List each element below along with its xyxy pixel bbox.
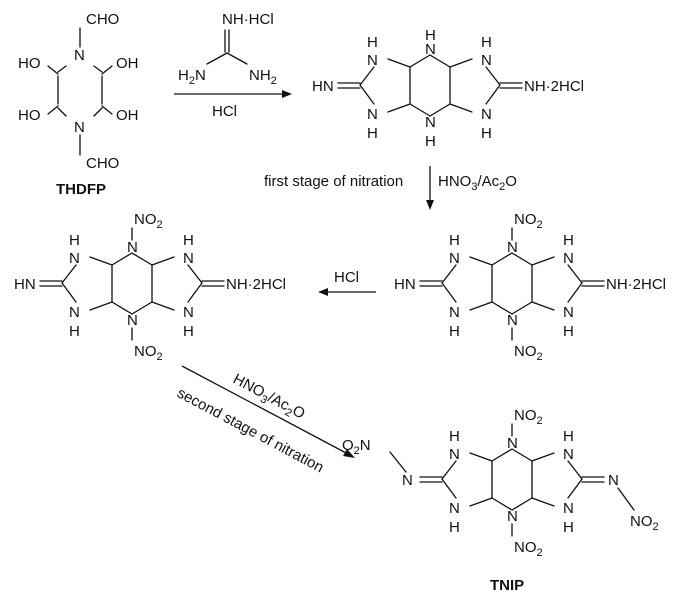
guanidine-nh2-left: H2N	[178, 67, 206, 87]
svg-text:H: H	[449, 519, 460, 536]
svg-text:N: N	[69, 304, 80, 321]
svg-text:H: H	[563, 519, 574, 536]
imine-left: HN	[312, 78, 334, 95]
svg-text:H: H	[69, 323, 80, 340]
hydroxyl-top-left: HO	[18, 55, 41, 72]
svg-text:H: H	[563, 428, 574, 445]
svg-text:O2N: O2N	[342, 437, 371, 457]
guanidine-top: NH·HCl	[222, 11, 274, 28]
svg-text:N: N	[481, 52, 492, 69]
svg-text:NO2: NO2	[514, 539, 543, 559]
compound-thdfp	[47, 27, 113, 156]
svg-text:N: N	[563, 500, 574, 517]
svg-text:NH·2HCl: NH·2HCl	[606, 276, 666, 293]
svg-text:N: N	[127, 312, 138, 329]
guanidine-bonds	[206, 29, 248, 65]
svg-text:N: N	[367, 106, 378, 123]
svg-text:H: H	[367, 125, 378, 142]
arrow-step2	[426, 166, 434, 210]
guanidine-nh2-right: NH2	[249, 67, 277, 87]
compound-intermediate1: N N H H N N H H N N H H HN NH·2HCl	[312, 27, 584, 150]
compound-intermediate2: NO2 NO2 N N N N H H N N H H HN NH·2HCl	[394, 211, 666, 363]
svg-text:H: H	[563, 323, 574, 340]
arrow-step4	[181, 365, 355, 458]
svg-text:NO2: NO2	[134, 343, 163, 363]
svg-text:N: N	[183, 304, 194, 321]
svg-text:N: N	[608, 472, 619, 489]
svg-text:N: N	[449, 500, 460, 517]
svg-text:H: H	[563, 232, 574, 249]
ring-n-top: N	[74, 47, 85, 64]
svg-text:H: H	[425, 27, 436, 44]
svg-text:N: N	[563, 446, 574, 463]
salt-right: NH·2HCl	[524, 78, 584, 95]
arrow-step1	[174, 90, 292, 98]
svg-text:NO2: NO2	[630, 513, 659, 533]
compound-intermediate3: NO2 NO2 N N N N H H N N H H HN NH·2HCl	[14, 211, 286, 363]
svg-text:H: H	[449, 323, 460, 340]
step2-label: first stage of nitration	[264, 173, 403, 190]
svg-text:N: N	[507, 239, 518, 256]
svg-text:N: N	[127, 239, 138, 256]
step3-reagent-hcl: HCl	[334, 269, 359, 286]
svg-text:N: N	[425, 114, 436, 131]
svg-text:N: N	[507, 435, 518, 452]
svg-text:H: H	[367, 34, 378, 51]
svg-text:N: N	[507, 312, 518, 329]
svg-text:HN: HN	[14, 276, 36, 293]
svg-text:HN: HN	[394, 276, 416, 293]
svg-text:N: N	[425, 41, 436, 58]
svg-text:H: H	[183, 323, 194, 340]
svg-text:NH·2HCl: NH·2HCl	[226, 276, 286, 293]
ring-n-bottom: N	[74, 119, 85, 136]
svg-text:H: H	[425, 133, 436, 150]
hydroxyl-bottom-right: OH	[116, 107, 139, 124]
svg-text:H: H	[481, 34, 492, 51]
svg-text:H: H	[449, 232, 460, 249]
arrow-step3	[318, 288, 376, 296]
hydroxyl-bottom-left: HO	[18, 107, 41, 124]
hydroxyl-top-right: OH	[116, 55, 139, 72]
formyl-bottom-label: CHO	[86, 155, 119, 172]
svg-text:NO2: NO2	[134, 211, 163, 231]
svg-text:N: N	[563, 250, 574, 267]
compound-tnip: NO2 NO2 N N N N H H N N H H N O2N N NO2	[342, 407, 659, 559]
svg-text:N: N	[183, 250, 194, 267]
svg-text:H: H	[183, 232, 194, 249]
svg-text:N: N	[449, 250, 460, 267]
svg-text:H: H	[481, 125, 492, 142]
tnip-label: TNIP	[490, 577, 524, 594]
svg-text:N: N	[367, 52, 378, 69]
svg-text:N: N	[481, 106, 492, 123]
svg-text:NO2: NO2	[514, 211, 543, 231]
svg-text:H: H	[69, 232, 80, 249]
svg-text:N: N	[69, 250, 80, 267]
svg-text:NO2: NO2	[514, 343, 543, 363]
svg-text:NO2: NO2	[514, 407, 543, 427]
thdfp-label: THDFP	[56, 181, 106, 198]
step2-reagent: HNO3/Ac2O	[438, 173, 517, 193]
svg-text:H: H	[449, 428, 460, 445]
formyl-top-label: CHO	[86, 11, 119, 28]
step1-reagent-hcl: HCl	[212, 103, 237, 120]
svg-text:N: N	[402, 472, 413, 489]
svg-text:N: N	[563, 304, 574, 321]
svg-text:N: N	[449, 446, 460, 463]
svg-text:N: N	[507, 508, 518, 525]
svg-text:N: N	[449, 304, 460, 321]
